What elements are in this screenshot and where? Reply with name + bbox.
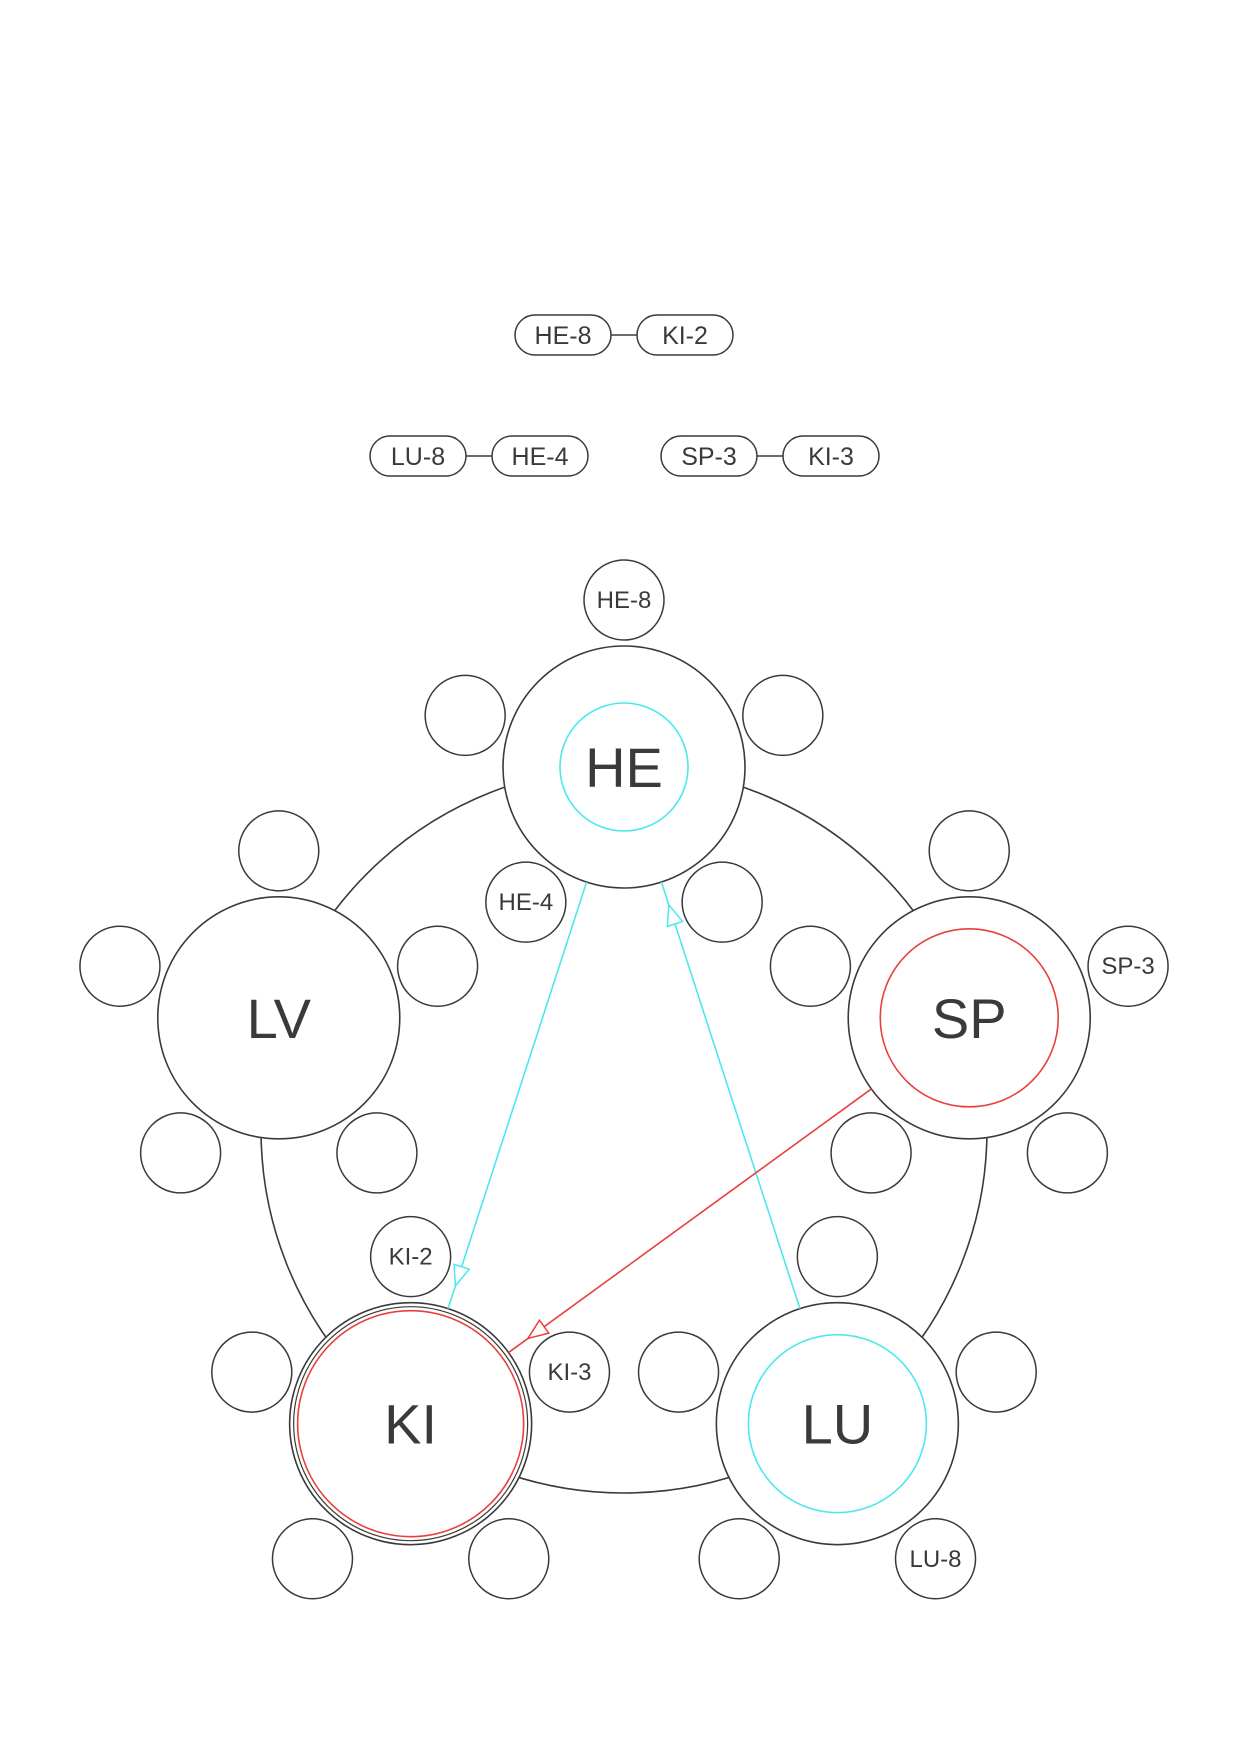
acupoint-circle[interactable] xyxy=(336,1112,418,1194)
pair-pill[interactable] xyxy=(660,435,758,477)
acupoint-circle[interactable] xyxy=(396,925,479,1007)
arrowhead-icon xyxy=(453,1263,471,1288)
arrowhead-icon xyxy=(526,1318,551,1340)
acupoint-circle[interactable] xyxy=(894,1518,977,1600)
acupoint-label: HE-8 xyxy=(597,587,652,614)
acupoint-circle[interactable] xyxy=(955,1331,1037,1413)
organ-circle[interactable] xyxy=(156,896,401,1140)
acupoint-circle[interactable] xyxy=(1026,1112,1109,1194)
acupoint-circle[interactable] xyxy=(271,1518,354,1600)
point-pairs: HE-8 KI-2LU-8 HE-4 SP-3 KI-3 xyxy=(369,314,880,477)
organ-lu: LU-8 LU xyxy=(637,1215,1037,1600)
acupoint-circle[interactable] xyxy=(681,861,763,943)
acupoint-circle[interactable] xyxy=(742,674,824,757)
acupoint-circle[interactable] xyxy=(79,925,161,1007)
organ-ki: KI-2KI-3KI xyxy=(211,1215,611,1600)
acupoint-circle[interactable] xyxy=(698,1518,780,1600)
acupoint-label: SP-3 xyxy=(1101,953,1154,980)
edge-line xyxy=(508,1088,872,1354)
organ-lv: LV xyxy=(79,810,479,1194)
acupoint-label: HE-4 xyxy=(498,889,553,916)
organ-circle[interactable] xyxy=(502,645,746,889)
organ-inner-ring xyxy=(296,1309,525,1538)
organ-label: LV xyxy=(247,987,312,1050)
organ-inner-ring xyxy=(559,702,689,832)
organ-label: HE xyxy=(585,736,663,799)
acupoint-label: LU-8 xyxy=(910,1546,962,1573)
acupoint-circle[interactable] xyxy=(583,559,665,641)
pair-group: LU-8 HE-4 xyxy=(369,435,589,477)
acupoint-circle[interactable] xyxy=(769,925,852,1007)
acupoint-circle[interactable] xyxy=(928,810,1010,892)
pair-pill-label: KI-2 xyxy=(662,322,708,350)
organ-circle[interactable] xyxy=(715,1301,960,1546)
organ-sp: SP-3SP xyxy=(769,810,1169,1194)
pair-pill-label: KI-3 xyxy=(808,443,854,471)
pair-pill[interactable] xyxy=(782,435,880,477)
acupoint-circle[interactable] xyxy=(796,1215,879,1298)
pair-pill[interactable] xyxy=(491,435,589,477)
pair-group: HE-8 KI-2 xyxy=(514,314,734,356)
organ-circle[interactable] xyxy=(847,896,1092,1140)
pair-pill-label: HE-8 xyxy=(535,322,592,350)
edge-line xyxy=(447,881,588,1309)
organ-label: KI xyxy=(384,1393,437,1456)
organ-inner-ring xyxy=(879,928,1060,1108)
edge-lu-he xyxy=(660,881,801,1309)
acupoint-circle[interactable] xyxy=(139,1112,222,1194)
organ-label: LU xyxy=(802,1393,874,1456)
acupoint-label: KI-2 xyxy=(389,1244,433,1271)
organ-he: HE-8HE-4 HE xyxy=(424,559,824,943)
edges xyxy=(447,881,872,1354)
acupoint-circle[interactable] xyxy=(1087,925,1169,1007)
acupoint-circle[interactable] xyxy=(528,1331,611,1413)
organ-circle[interactable] xyxy=(288,1301,533,1546)
acupoint-circle[interactable] xyxy=(369,1215,452,1298)
pair-pill-label: LU-8 xyxy=(391,443,445,471)
organ-double-ring xyxy=(293,1306,529,1542)
pair-pill[interactable] xyxy=(514,314,612,356)
acupoint-circle[interactable] xyxy=(238,810,320,892)
organs: HE-8HE-4 HE SP-3SP LU-8 LU KI-2KI-3KI LV xyxy=(79,559,1169,1600)
acupoint-circle[interactable] xyxy=(424,674,506,757)
organ-inner-ring xyxy=(747,1333,928,1514)
acupoint-circle[interactable] xyxy=(830,1112,912,1194)
acupoint-circle[interactable] xyxy=(485,861,567,943)
acupoint-circle[interactable] xyxy=(637,1331,720,1413)
organ-label: SP xyxy=(932,987,1007,1050)
pair-pill[interactable] xyxy=(636,314,734,356)
arrowhead-icon xyxy=(666,902,684,928)
edge-line xyxy=(660,881,801,1309)
acupoint-label: KI-3 xyxy=(547,1359,591,1386)
pair-group: SP-3 KI-3 xyxy=(660,435,880,477)
pair-pill-label: SP-3 xyxy=(681,443,737,471)
edge-sp-ki xyxy=(508,1088,872,1354)
acupoint-circle[interactable] xyxy=(468,1518,550,1600)
pair-pill[interactable] xyxy=(369,435,467,477)
acupoint-circle[interactable] xyxy=(211,1331,293,1413)
pair-pill-label: HE-4 xyxy=(512,443,569,471)
edge-he-ki xyxy=(447,881,588,1309)
